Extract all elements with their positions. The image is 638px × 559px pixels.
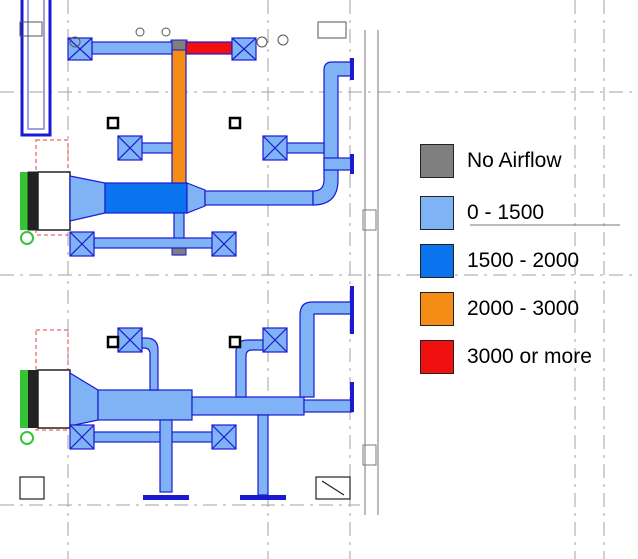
thermostat-icon	[106, 335, 120, 349]
thermostat-icon	[228, 335, 242, 349]
walls	[362, 30, 620, 515]
legend-swatch	[420, 144, 454, 178]
legend-item-0-1500: 0 - 1500	[420, 194, 544, 232]
diffuser-icon	[67, 37, 288, 257]
legend-swatch	[420, 244, 454, 278]
coil-icon	[20, 172, 28, 230]
legend-label: 0 - 1500	[467, 201, 545, 224]
legend-label: No Airflow	[467, 149, 562, 172]
duct-system-lower	[19, 286, 354, 500]
legend-swatch	[420, 196, 454, 230]
thermostat-icon	[228, 116, 242, 130]
air-terminal-icon	[19, 21, 347, 48]
upper-wall	[20, 0, 52, 137]
legend-item-1500-2000: 1500 - 2000	[420, 242, 579, 280]
legend-item-2000-3000: 2000 - 3000	[420, 290, 579, 328]
legend-swatch	[420, 292, 454, 326]
duct-system-upper	[19, 21, 354, 257]
legend-item-no-airflow: No Airflow	[420, 142, 562, 180]
legend-item-3000-plus: 3000 or more	[420, 338, 592, 376]
legend-label: 2000 - 3000	[467, 297, 580, 320]
legend-label: 3000 or more	[467, 345, 592, 368]
diffuser-icon	[69, 327, 288, 450]
thermostat-icon	[106, 116, 120, 130]
fan-icon	[20, 231, 34, 245]
legend-label: 1500 - 2000	[467, 249, 580, 272]
fan-icon	[20, 431, 34, 445]
coil-icon	[20, 370, 28, 428]
legend-swatch	[420, 340, 454, 374]
